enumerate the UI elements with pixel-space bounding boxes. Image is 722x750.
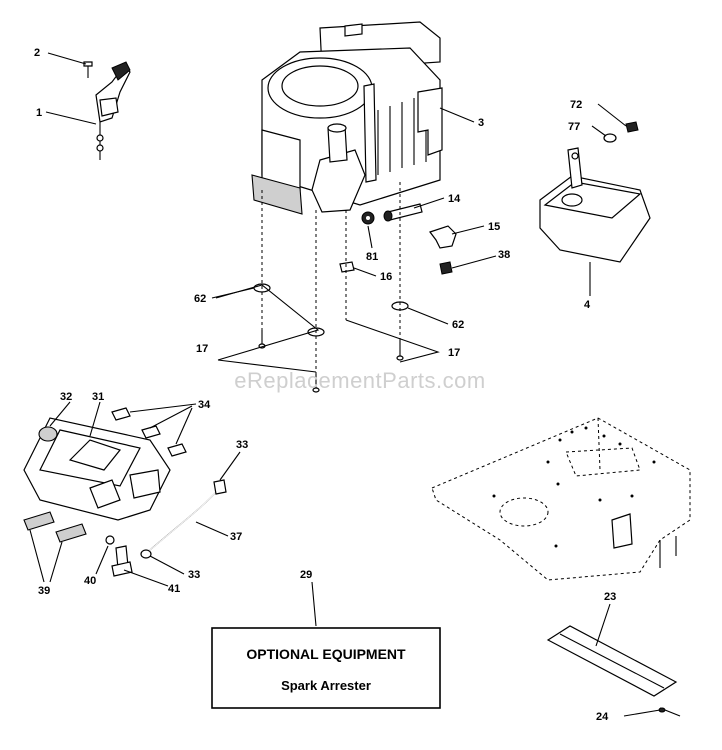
throttle-screw-part (83, 61, 93, 78)
callout-40: 40 (84, 575, 96, 587)
callout-39: 39 (38, 585, 50, 597)
callout-33-top: 33 (236, 439, 248, 451)
callout-33-bottom: 33 (188, 569, 200, 581)
nut-38-part (439, 261, 453, 275)
base-31-part (23, 417, 171, 521)
muffler-part (539, 147, 651, 263)
screw-24-part (658, 707, 681, 717)
alignment-lines (261, 182, 401, 374)
screw-72-part (625, 121, 639, 133)
frame-part (431, 417, 691, 581)
callout-17-left: 17 (196, 343, 208, 355)
callout-41: 41 (168, 583, 180, 595)
pad-34-part (111, 407, 187, 457)
washer-62-part (253, 283, 409, 337)
fuel-line-37-part (149, 489, 219, 551)
callout-15: 15 (488, 221, 500, 233)
spark-arrester-23-part (546, 625, 678, 697)
callout-24: 24 (596, 711, 609, 723)
optional-equipment-title: OPTIONAL EQUIPMENT (246, 646, 406, 662)
callout-81: 81 (366, 251, 378, 263)
clamp-33-part (140, 479, 227, 559)
callout-29: 29 (300, 569, 312, 581)
callout-62-left: 62 (194, 293, 206, 305)
callout-14: 14 (448, 193, 461, 205)
washer-16-part (339, 261, 355, 273)
bolt-17-part (258, 330, 404, 393)
washer-77-part (603, 133, 617, 143)
callout-77: 77 (568, 121, 580, 133)
callout-38: 38 (498, 249, 510, 261)
optional-equipment-box: OPTIONAL EQUIPMENT Spark Arrester (211, 627, 441, 709)
callout-3: 3 (478, 117, 484, 129)
elbow-15-part (429, 225, 457, 249)
callout-72: 72 (570, 99, 582, 111)
callout-16: 16 (380, 271, 392, 283)
optional-equipment-subtitle: Spark Arrester (281, 678, 371, 693)
callout-labels: 2 1 3 4 14 15 16 17 17 23 24 29 31 32 33… (34, 47, 616, 723)
clip-40-part (105, 535, 115, 545)
callout-34: 34 (198, 399, 211, 411)
callout-62-right: 62 (452, 319, 464, 331)
callout-37: 37 (230, 531, 242, 543)
callout-31: 31 (92, 391, 104, 403)
throttle-control-part (95, 61, 131, 160)
callout-17-right: 17 (448, 347, 460, 359)
plug-32-part (38, 426, 58, 442)
callout-32: 32 (60, 391, 72, 403)
nut-81-part (361, 211, 375, 225)
watermark: eReplacementParts.com (234, 368, 485, 393)
callout-1: 1 (36, 107, 42, 119)
fitting-41-part (111, 545, 133, 577)
callout-2: 2 (34, 47, 40, 59)
callout-4: 4 (584, 299, 591, 311)
group-bracket-lines (215, 284, 440, 373)
engine-part (251, 21, 443, 215)
nipple-14-part (383, 203, 423, 222)
callout-23: 23 (604, 591, 616, 603)
leader-lines (29, 52, 661, 717)
pad-39-part (23, 511, 87, 543)
